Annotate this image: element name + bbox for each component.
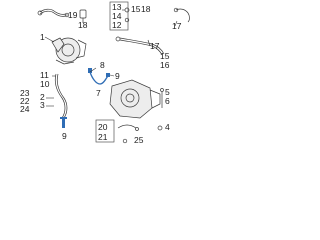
callout-6: 6 [165,96,170,106]
coolant-line-part [115,36,165,56]
callout-24: 24 [20,104,30,114]
highlighted-bolt-part [60,117,67,128]
callout-11: 11 [40,70,49,80]
callout-17b: 17 [150,41,160,51]
detail-frame [109,1,129,31]
callout-16: 16 [160,60,170,70]
callout-14: 14 [112,11,122,21]
callout-18: 18 [78,20,88,30]
callout-22: 22 [20,96,30,106]
lower-detail-frame [95,119,115,143]
upper-right-line-part [173,7,190,23]
callout-23: 23 [20,88,30,98]
exhaust-manifold-part [109,79,161,119]
banjo-bolt-part [122,7,130,23]
fitting-part [79,9,87,23]
return-hose-part [54,73,68,119]
callout-4: 4 [165,122,170,132]
highlighted-oil-feed-line-part [88,68,110,85]
callout-13: 13 [112,2,122,12]
callout-21: 21 [98,132,108,142]
callout-1: 1 [40,32,45,42]
washer-part [122,138,128,144]
callout-12: 12 [112,20,122,30]
turbocharger-parts-diagram: 19 18 13 14 12 15 18 17 1 17 15 16 [20,1,190,145]
callout-10: 10 [40,79,50,89]
callout-8: 8 [100,60,105,70]
callout-5: 5 [165,87,170,97]
callout-17a: 17 [172,21,182,31]
stud-part [160,88,164,108]
callout-3: 3 [40,100,45,110]
callout-18b: 18 [141,4,151,14]
turbocharger-assembly-part [51,37,87,65]
upper-oil-line-part [37,8,70,18]
callout-25: 25 [134,135,144,145]
callout-2: 2 [40,92,45,102]
callout-7: 7 [96,88,101,98]
callout-9a: 9 [115,71,120,81]
callout-20: 20 [98,122,108,132]
callout-9b: 9 [62,131,67,141]
lower-line-part [117,124,139,131]
nut-part [157,125,163,131]
callout-15b: 15 [160,51,170,61]
callout-19: 19 [68,10,78,20]
callout-15: 15 [131,4,141,14]
